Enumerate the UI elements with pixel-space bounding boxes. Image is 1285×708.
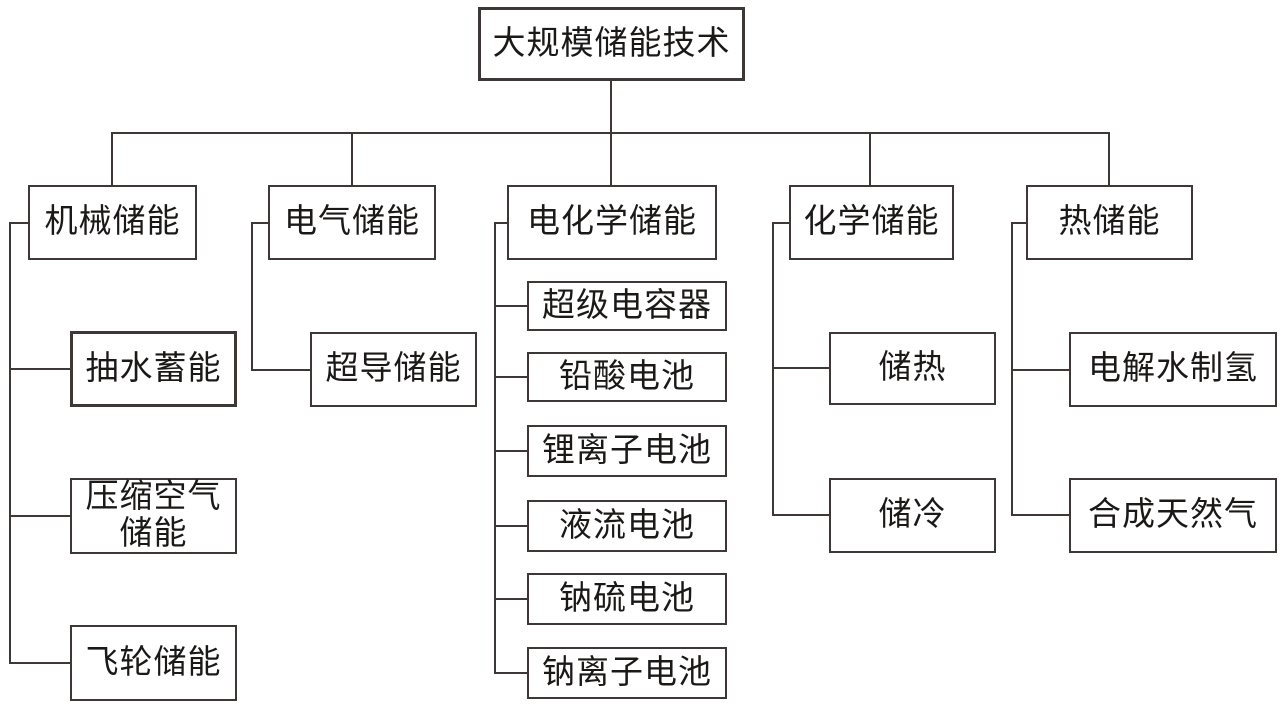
connector-thermal-spine — [1011, 222, 1069, 516]
connector-chemical-spine — [772, 222, 829, 516]
node-leaf-sodium-ion-battery: 钠离子电池 — [527, 647, 727, 699]
connector-root-bus — [111, 81, 1110, 185]
node-root-large-scale-energy-storage: 大规模储能技术 — [478, 7, 745, 81]
node-branch-electrical-storage: 电气储能 — [268, 185, 436, 260]
node-leaf-water-electrolysis-hydrogen: 电解水制氢 — [1069, 332, 1277, 407]
node-leaf-supercapacitor: 超级电容器 — [527, 281, 727, 331]
node-branch-mechanical-storage: 机械储能 — [28, 185, 197, 260]
node-branch-chemical-storage: 化学储能 — [789, 185, 954, 260]
node-leaf-cold-storage: 储冷 — [829, 478, 996, 553]
node-leaf-heat-storage: 储热 — [829, 332, 996, 405]
node-leaf-sodium-sulfur-battery: 钠硫电池 — [527, 573, 727, 625]
node-leaf-lithium-ion-battery: 锂离子电池 — [527, 425, 727, 477]
node-leaf-superconducting-storage: 超导储能 — [310, 332, 477, 407]
node-leaf-flow-battery: 液流电池 — [527, 500, 727, 552]
node-leaf-pumped-hydro-storage: 抽水蓄能 — [70, 331, 237, 407]
node-branch-thermal-storage: 热储能 — [1026, 185, 1193, 260]
node-leaf-synthetic-natural-gas: 合成天然气 — [1069, 478, 1277, 553]
connector-electrochemical-spine — [494, 222, 527, 674]
connector-electrical-spine — [251, 222, 310, 371]
node-branch-electrochemical-storage: 电化学储能 — [507, 185, 717, 260]
node-leaf-flywheel-storage: 飞轮储能 — [70, 625, 237, 701]
node-leaf-compressed-air-storage: 压缩空气 储能 — [70, 478, 237, 554]
node-leaf-lead-acid-battery: 铅酸电池 — [527, 352, 727, 402]
connector-mechanical-spine — [9, 222, 70, 664]
